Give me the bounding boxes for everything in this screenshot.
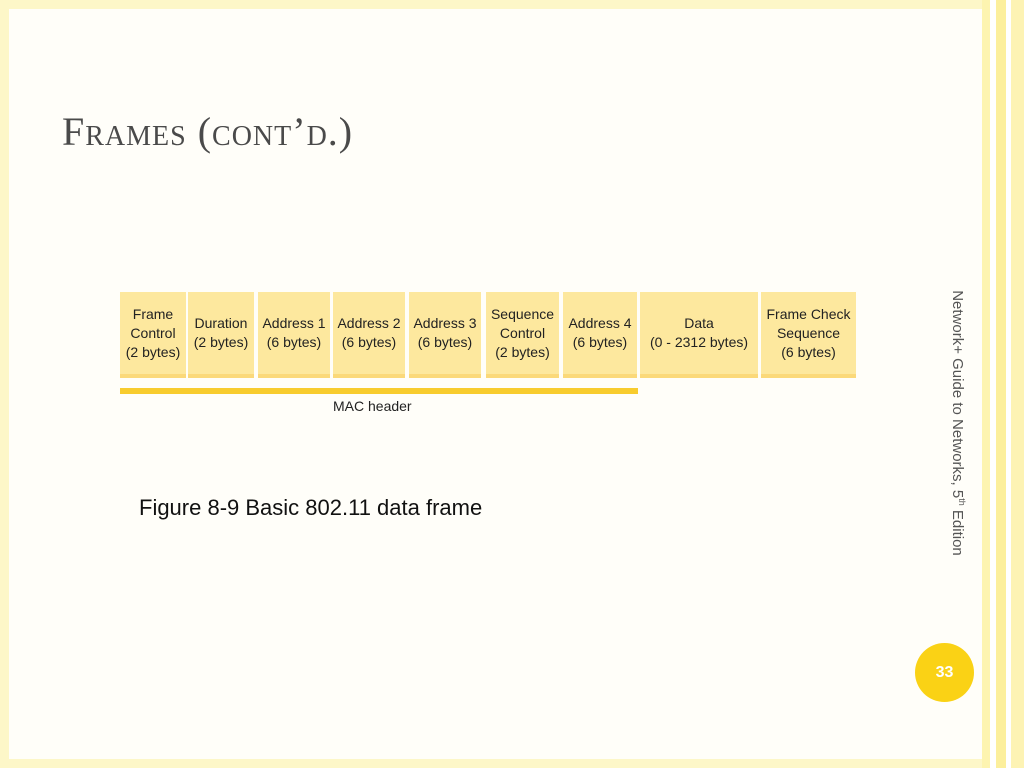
field-shadow <box>640 374 758 378</box>
field-address-4: Address 4 (6 bytes) <box>563 292 637 374</box>
decorative-stripe <box>990 0 996 768</box>
field-shadow <box>486 374 559 378</box>
book-title-vertical: Network+ Guide to Networks, 5th Edition <box>949 290 967 556</box>
field-frame-check-sequence: Frame Check Sequence (6 bytes) <box>761 292 856 374</box>
slide-frame <box>0 0 982 768</box>
decorative-stripe <box>1011 0 1024 768</box>
field-sequence-control: Sequence Control (2 bytes) <box>486 292 559 374</box>
field-address-3: Address 3 (6 bytes) <box>409 292 481 374</box>
field-shadow <box>258 374 330 378</box>
frame-diagram: Frame Control (2 bytes) Duration (2 byte… <box>120 292 856 422</box>
field-address-1: Address 1 (6 bytes) <box>258 292 330 374</box>
mac-header-bracket <box>120 388 638 394</box>
field-shadow <box>333 374 405 378</box>
page-number: 33 <box>935 663 954 681</box>
field-address-2: Address 2 (6 bytes) <box>333 292 405 374</box>
decorative-stripe <box>982 0 990 768</box>
field-shadow <box>761 374 856 378</box>
figure-caption: Figure 8-9 Basic 802.11 data frame <box>139 495 483 520</box>
field-shadow <box>188 374 254 378</box>
field-frame-control: Frame Control (2 bytes) <box>120 292 186 374</box>
field-shadow <box>409 374 481 378</box>
decorative-stripe <box>1006 0 1011 768</box>
field-shadow <box>563 374 637 378</box>
field-shadow <box>120 374 186 378</box>
decorative-stripe <box>996 0 1006 768</box>
page-number-badge: 33 <box>915 643 974 702</box>
slide-title: Frames (cont’d.) <box>62 109 354 154</box>
mac-header-label: MAC header <box>333 398 412 414</box>
field-data: Data (0 - 2312 bytes) <box>640 292 758 374</box>
field-duration: Duration (2 bytes) <box>188 292 254 374</box>
